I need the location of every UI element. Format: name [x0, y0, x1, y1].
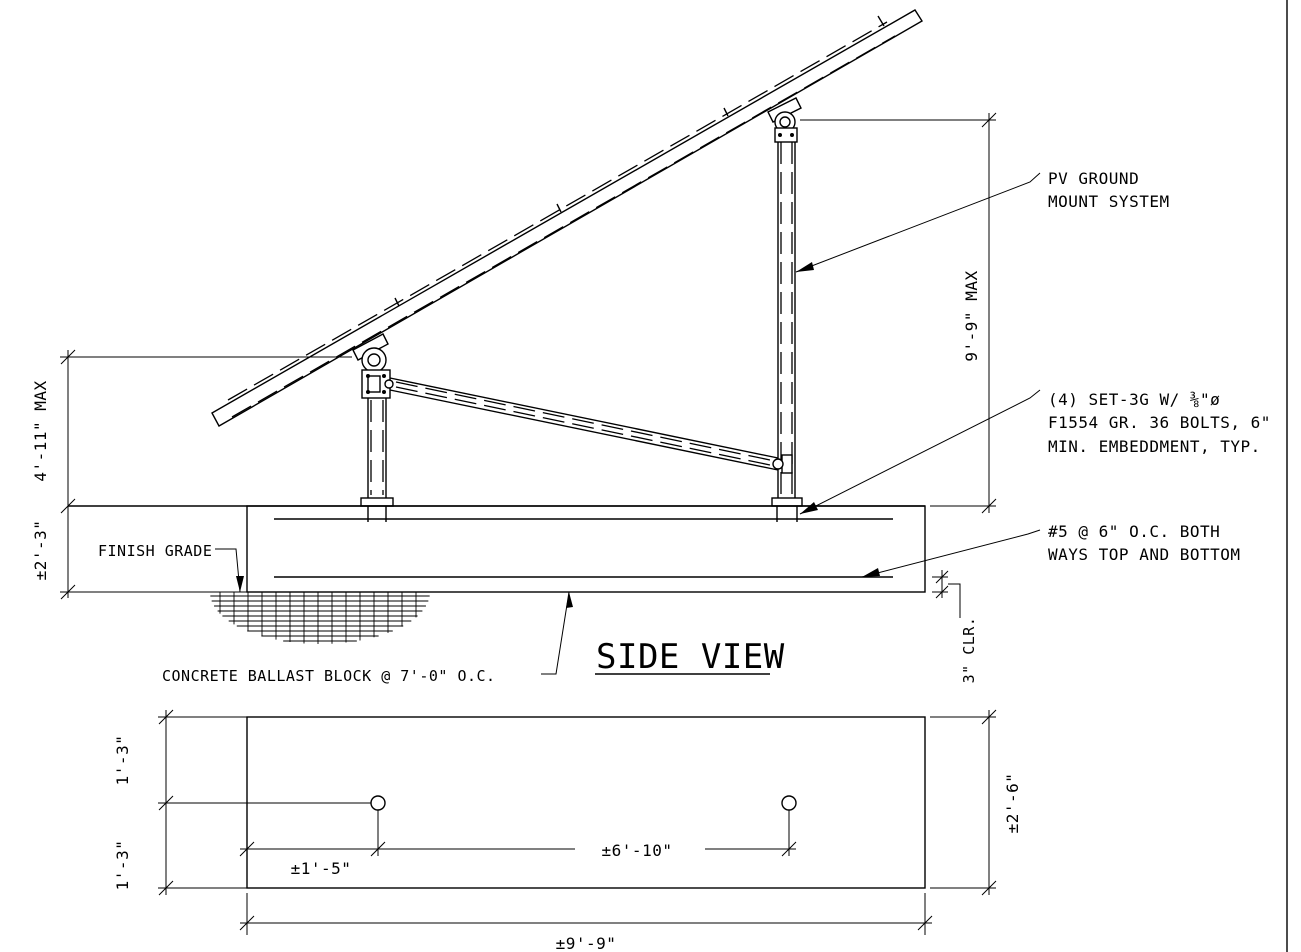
clear-cover-text: 3" CLR.: [960, 617, 978, 684]
dim-rear-post-height-text: 9'-9" MAX: [962, 270, 981, 361]
diagonal-brace: [384, 377, 784, 471]
view-title: SIDE VIEW: [596, 637, 785, 677]
dim-block-length: [239, 893, 933, 935]
plan-view: [158, 709, 997, 935]
rebar-note-1: #5 @ 6" O.C. BOTH: [1048, 522, 1220, 541]
finish-grade-label: FINISH GRADE: [98, 542, 212, 560]
dim-block-length-text: ±9'-9": [556, 934, 617, 952]
dim-plan-right: [930, 709, 997, 896]
soil-hatch: [210, 592, 430, 644]
dim-block-depth-text: ±2'-3": [31, 520, 50, 581]
dim-front-post-height: [60, 349, 352, 600]
pv-module: [211, 9, 923, 427]
dim-bolt-edge-text: ±1'-5": [291, 859, 352, 878]
pv-ground-mount-label-1: PV GROUND: [1048, 169, 1139, 188]
dim-bolt-spacing-text: ±6'-10": [602, 841, 673, 860]
dim-front-post-height-text: 4'-11" MAX: [31, 380, 50, 481]
dim-plan-width-text: ±2'-6": [1003, 773, 1022, 834]
dim-bolt-spacing: [239, 841, 797, 857]
side-view: [60, 9, 1041, 675]
leader-lines: [215, 172, 1041, 675]
dim-rear-post-height: [800, 112, 997, 514]
dim-plan-left: [158, 709, 371, 896]
rear-post: [767, 97, 803, 522]
concrete-block-label: CONCRETE BALLAST BLOCK @ 7'-0" O.C.: [162, 667, 496, 685]
pv-ground-mount-label-2: MOUNT SYSTEM: [1048, 192, 1170, 211]
anchor-bolt-front: [370, 795, 386, 811]
dim-clear-cover: [932, 570, 961, 618]
rebar-note-2: WAYS TOP AND BOTTOM: [1048, 545, 1241, 564]
anchor-bolt-rear: [781, 795, 797, 811]
concrete-ballast-block: [246, 505, 926, 593]
annotations: PV GROUND MOUNT SYSTEM (4) SET-3G W/ ⅜"ø…: [31, 169, 1271, 952]
front-post: [352, 333, 394, 522]
bolts-note-3: MIN. EMBEDDMENT, TYP.: [1048, 437, 1261, 456]
dim-plan-bottom-text: 1'-3": [113, 840, 132, 891]
bolts-note-2: F1554 GR. 36 BOLTS, 6": [1048, 413, 1271, 432]
bolts-note-1: (4) SET-3G W/ ⅜"ø: [1048, 390, 1220, 409]
dim-plan-top-text: 1'-3": [113, 735, 132, 786]
